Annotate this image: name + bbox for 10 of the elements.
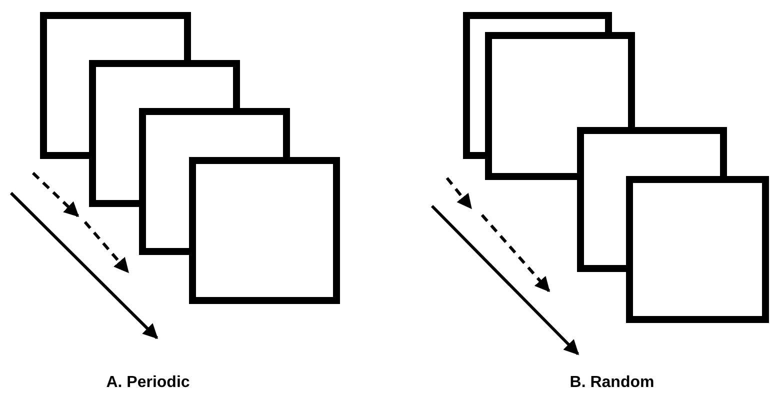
panel-caption: A. Periodic	[106, 374, 190, 392]
square-frame	[89, 60, 240, 207]
square-frame	[485, 32, 635, 180]
square-frame	[40, 12, 191, 159]
square-frame	[139, 108, 290, 255]
square-frame	[463, 12, 612, 159]
square-frame	[577, 127, 727, 272]
square-frame	[626, 176, 769, 323]
panel-caption: B. Random	[570, 374, 654, 392]
square-frame	[189, 157, 340, 304]
